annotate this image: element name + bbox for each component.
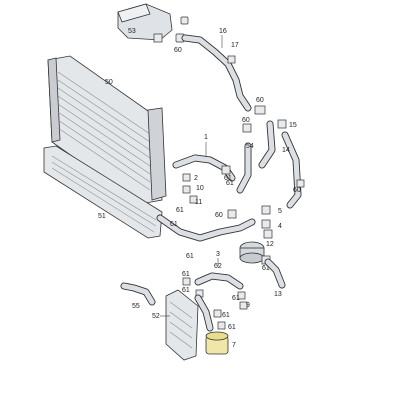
part-label-14: 14: [282, 147, 290, 154]
part-label-4: 4: [278, 223, 282, 230]
expansion-tank[interactable]: [117, 3, 173, 43]
part-label-61g: 61: [232, 295, 240, 302]
clip-11[interactable]: [189, 195, 198, 204]
part-label-61e: 61: [182, 271, 190, 278]
part-label-7: 7: [232, 342, 236, 349]
part-label-2: 2: [194, 175, 198, 182]
part-label-62: 62: [214, 263, 222, 270]
part-label-16: 16: [219, 28, 227, 35]
hose-3[interactable]: [194, 272, 244, 290]
part-label-60a: 60: [174, 47, 182, 54]
part-label-61h: 61: [222, 312, 230, 319]
part-label-5: 5: [278, 208, 282, 215]
hose-lower-61[interactable]: [156, 214, 256, 242]
clip-4[interactable]: [261, 219, 271, 229]
hose-13[interactable]: [264, 258, 286, 289]
coolant-pump-12[interactable]: [239, 229, 273, 264]
part-label-1: 1: [204, 134, 208, 141]
hose-14[interactable]: [281, 131, 302, 209]
part-label-61f: 61: [182, 287, 190, 294]
part-label-50: 50: [105, 79, 113, 86]
part-label-61c: 61: [170, 221, 178, 228]
clip-60-right[interactable]: [296, 179, 305, 188]
part-label-10: 10: [196, 185, 204, 192]
part-label-12: 12: [266, 241, 274, 248]
clip-61-h[interactable]: [213, 309, 222, 318]
charge-air-cooler[interactable]: [43, 145, 163, 239]
part-label-53: 53: [128, 28, 136, 35]
part-label-61a: 61: [224, 175, 232, 182]
part-label-61i: 61: [228, 324, 236, 331]
part-label-11: 11: [195, 199, 202, 206]
part-label-51: 51: [98, 213, 106, 220]
part-label-60-left: 60: [215, 212, 223, 219]
connector-60-right[interactable]: [254, 105, 266, 115]
clip-near-tank[interactable]: [180, 16, 189, 25]
part-label-15: 15: [289, 122, 297, 129]
clip-5[interactable]: [261, 205, 271, 215]
hose-15[interactable]: [258, 120, 276, 169]
clip-2[interactable]: [182, 173, 191, 182]
coolant-hose-16[interactable]: [181, 34, 252, 112]
hose-55[interactable]: [120, 282, 156, 306]
clip-10[interactable]: [182, 185, 191, 194]
part-label-54: 54: [246, 143, 254, 150]
part-label-55: 55: [132, 303, 140, 310]
part-label-9: 9: [246, 302, 250, 309]
hose-lower-61-b[interactable]: [194, 294, 214, 332]
clip-60-mid[interactable]: [242, 123, 252, 133]
part-label-3: 3: [216, 251, 220, 258]
part-label-17: 17: [231, 42, 239, 49]
part-label-60d: 60: [293, 187, 301, 194]
clip-15[interactable]: [277, 119, 287, 129]
clip-60-left[interactable]: [227, 209, 237, 219]
clip-61-i[interactable]: [217, 321, 226, 330]
hose-54[interactable]: [236, 142, 252, 194]
clip-17[interactable]: [227, 55, 236, 64]
part-label-60c: 60: [242, 117, 250, 124]
part-label-61b: 61: [176, 207, 184, 214]
clip-61-g[interactable]: [237, 291, 246, 300]
auxiliary-cooler-52[interactable]: [165, 289, 199, 361]
part-label-13: 13: [274, 291, 282, 298]
clip-9[interactable]: [239, 301, 248, 310]
part-label-61d: 61: [262, 265, 270, 272]
part-label-61j: 61: [226, 180, 234, 187]
auxiliary-pump-7[interactable]: [205, 331, 229, 355]
part-label-52: 52: [152, 313, 160, 320]
part-label-61k: 61: [186, 253, 194, 260]
part-label-60b: 60: [256, 97, 264, 104]
clip-61-e[interactable]: [182, 277, 191, 286]
clip-61-a[interactable]: [221, 165, 231, 175]
radiator[interactable]: [47, 55, 167, 205]
